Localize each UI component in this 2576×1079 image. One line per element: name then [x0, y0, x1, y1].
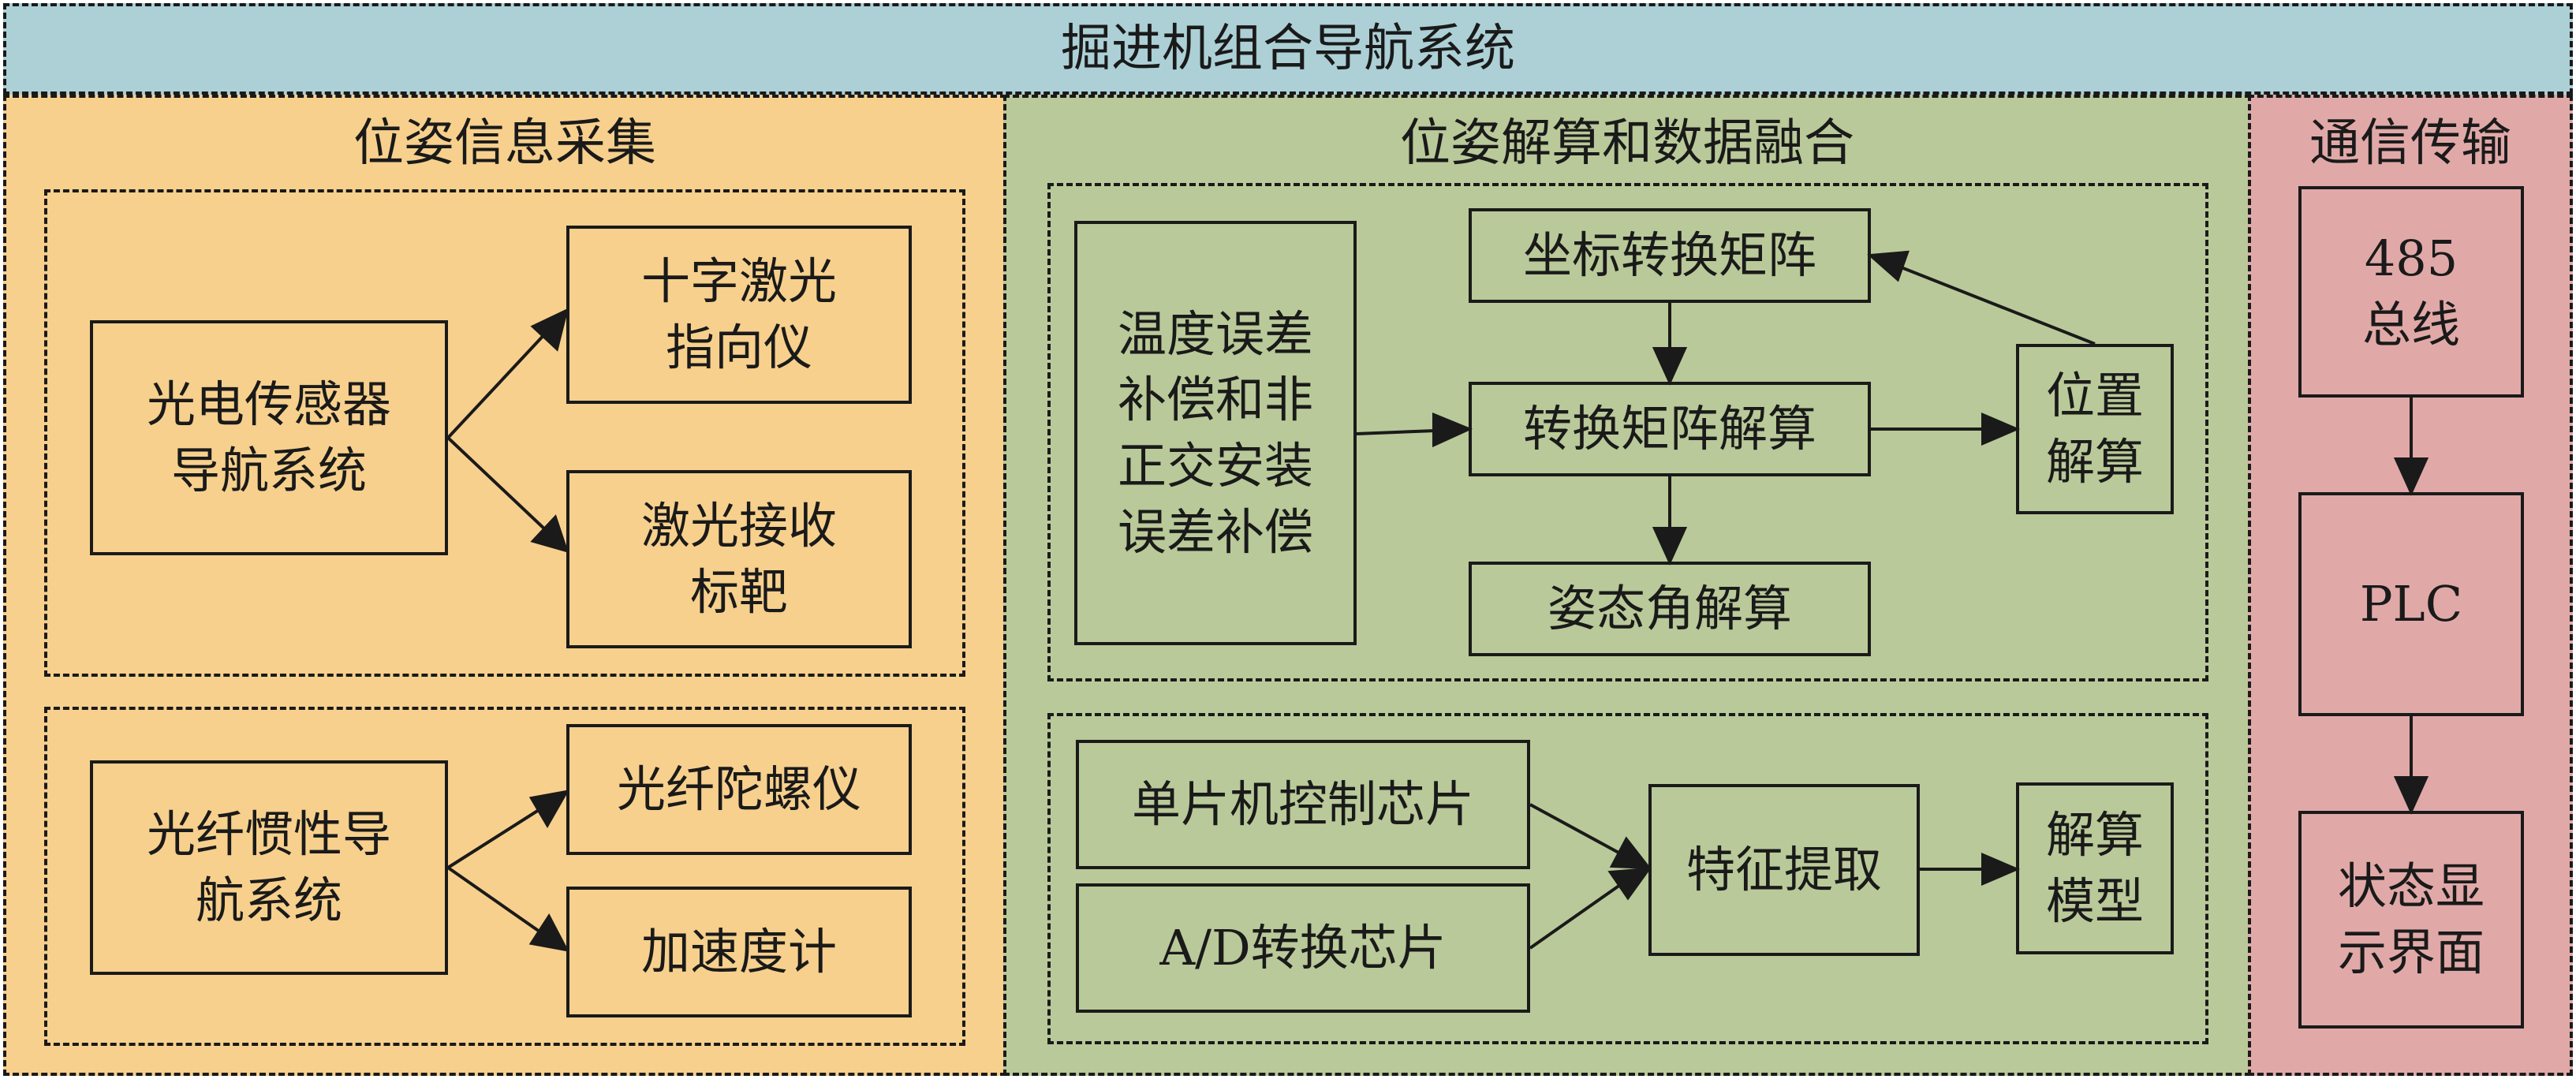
page-title: 掘进机组合导航系统 — [1061, 20, 1515, 78]
matrix-solve-node: 转换矩阵解算 — [1469, 382, 1871, 476]
photoelectric-nav-node: 光电传感器 导航系统 — [90, 320, 448, 555]
cross-laser-node: 十字激光 指向仪 — [566, 226, 912, 404]
adc-node: A/D转换芯片 — [1076, 883, 1530, 1013]
attitude-solve-node: 姿态角解算 — [1469, 562, 1871, 656]
solving-group — [1047, 183, 2208, 681]
pose-solving-fusion-title: 位姿解算和数据融合 — [1400, 114, 1854, 173]
communication-title: 通信传输 — [2309, 114, 2511, 173]
feature-extract-node: 特征提取 — [1648, 784, 1920, 956]
photoelectric-group — [44, 189, 965, 677]
solve-model-node: 解算 模型 — [2016, 782, 2174, 954]
pose-acquisition-title: 位姿信息采集 — [353, 114, 656, 173]
mcu-node: 单片机控制芯片 — [1076, 740, 1530, 869]
accelerometer-node: 加速度计 — [566, 887, 912, 1017]
communication-panel — [2248, 95, 2573, 1076]
position-solve-node: 位置 解算 — [2016, 344, 2174, 514]
inertial-group — [44, 707, 965, 1046]
fiber-gyro-node: 光纤陀螺仪 — [566, 724, 912, 855]
error-compensation-node: 温度误差 补偿和非 正交安装 误差补偿 — [1074, 221, 1357, 645]
title-band — [3, 3, 2573, 95]
coord-matrix-node: 坐标转换矩阵 — [1469, 208, 1871, 303]
rs485-bus-node: 485 总线 — [2298, 186, 2524, 398]
pose-solving-fusion-panel — [1003, 95, 2251, 1076]
laser-target-node: 激光接收 标靶 — [566, 470, 912, 648]
status-display-node: 状态显 示界面 — [2298, 811, 2524, 1029]
fiber-ins-node: 光纤惯性导 航系统 — [90, 760, 448, 975]
plc-node: PLC — [2298, 492, 2524, 716]
fusion-group — [1047, 713, 2208, 1044]
